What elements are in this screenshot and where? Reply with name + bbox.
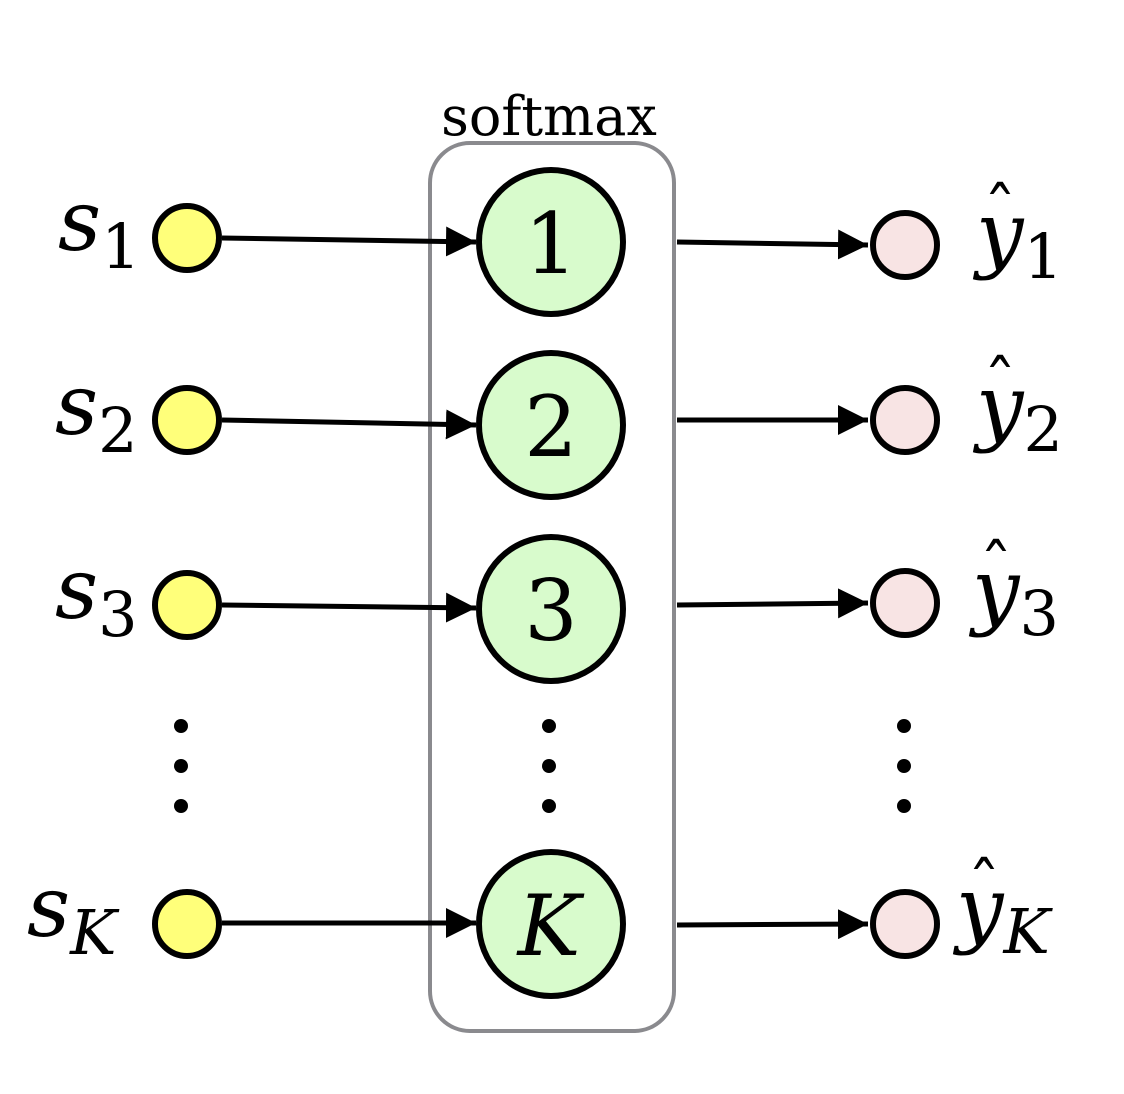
input-label-k-base: s <box>27 858 70 956</box>
unit-label-1: 1 <box>524 195 577 293</box>
softmax-unit-k <box>476 849 626 999</box>
softmax-unit-2 <box>476 350 626 500</box>
input-node-k <box>152 889 222 959</box>
input-label-3-sub: 3 <box>98 578 137 651</box>
output-label-3-base: y <box>968 541 1021 639</box>
input-ellipsis: ⋮ <box>174 719 188 813</box>
softmax-box <box>428 141 676 1033</box>
input-label-1: s1 <box>58 172 141 283</box>
softmax-label: softmax <box>441 85 657 148</box>
output-label-3-sub: 3 <box>1019 577 1058 650</box>
input-label-k-sub: K <box>69 896 120 969</box>
input-label-2: s2 <box>55 356 138 467</box>
arrow-unit-3-to-output-3 <box>676 588 869 619</box>
input-label-3-base: s <box>55 540 98 638</box>
output-label-1-hat: ˆ <box>984 174 1017 251</box>
output-node-3 <box>870 568 940 638</box>
output-label-3: ˆ y3 <box>968 531 1059 650</box>
output-node-2 <box>870 385 940 455</box>
output-label-k-base: y <box>952 859 1005 957</box>
input-label-1-sub: 1 <box>101 210 140 283</box>
output-label-k-hat: ˆ <box>968 849 1001 926</box>
svg-text:y1: y1 <box>972 184 1063 293</box>
input-node-1 <box>152 203 222 273</box>
output-label-2: ˆ y2 <box>972 347 1063 466</box>
input-node-2 <box>152 385 222 455</box>
svg-text:yK: yK <box>952 859 1053 968</box>
input-node-3 <box>152 570 222 640</box>
input-label-2-base: s <box>55 356 98 454</box>
unit-label-3: 3 <box>524 562 577 660</box>
arrow-unit-1-to-output-1 <box>676 229 869 260</box>
arrow-input-3-to-unit-3 <box>221 592 477 623</box>
unit-label-k: K <box>516 877 585 975</box>
output-ellipsis: ⋮ <box>897 719 911 813</box>
unit-ellipsis: ⋮ <box>542 719 556 813</box>
input-label-2-sub: 2 <box>98 394 137 467</box>
output-label-3-hat: ˆ <box>980 531 1013 608</box>
input-label-k: sK <box>27 858 120 969</box>
output-label-k: ˆ yK <box>952 849 1053 968</box>
output-node-1 <box>870 210 940 280</box>
output-label-2-sub: 2 <box>1023 393 1062 466</box>
svg-text:y2: y2 <box>972 357 1063 466</box>
unit-label-2: 2 <box>524 378 577 476</box>
input-label-1-base: s <box>58 172 101 270</box>
output-label-1-sub: 1 <box>1023 220 1062 293</box>
input-label-3: s3 <box>55 540 138 651</box>
output-label-1: ˆ y1 <box>972 174 1063 293</box>
output-label-1-base: y <box>972 184 1025 282</box>
softmax-unit-1 <box>476 167 626 317</box>
arrow-input-1-to-unit-1 <box>221 226 477 257</box>
output-label-k-sub: K <box>1002 895 1053 968</box>
output-label-2-hat: ˆ <box>984 347 1017 424</box>
output-label-2-base: y <box>972 357 1025 455</box>
arrow-input-2-to-unit-2 <box>221 409 477 440</box>
softmax-unit-3 <box>476 534 626 684</box>
output-node-k <box>870 889 940 959</box>
arrow-unit-k-to-output-k <box>676 909 869 940</box>
svg-text:y3: y3 <box>968 541 1059 650</box>
